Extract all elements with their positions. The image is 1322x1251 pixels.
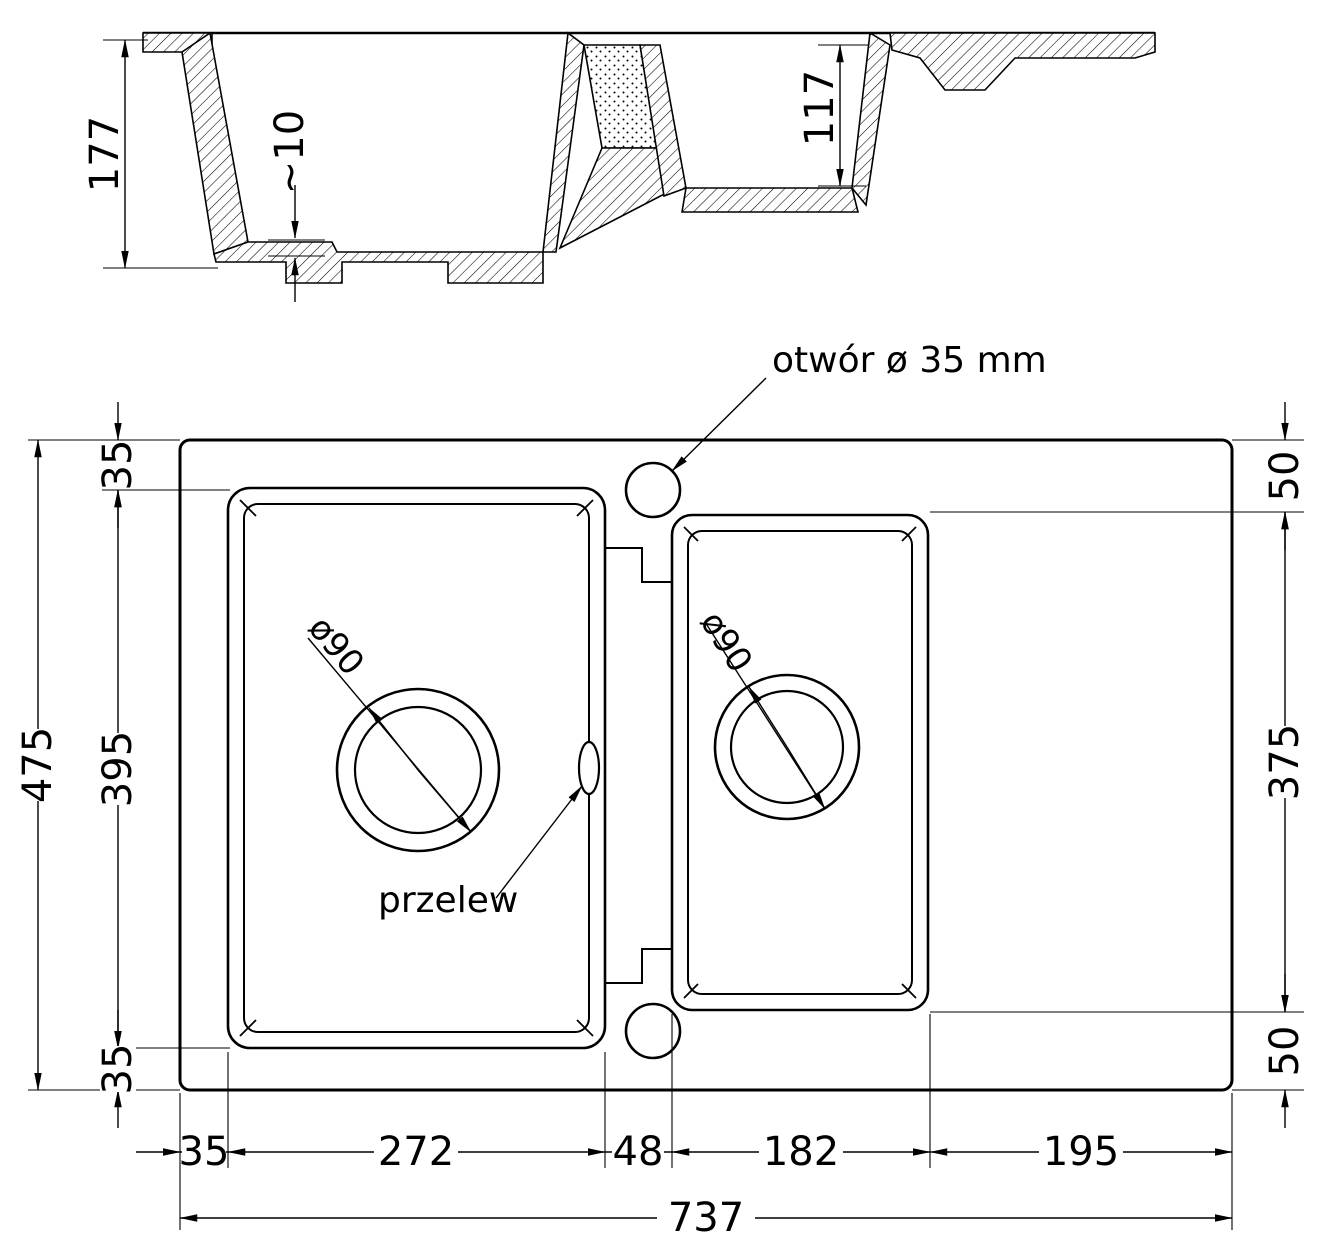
plan-dimensions: 475 395 35 35 50 375 50 35 272 bbox=[15, 402, 1308, 1241]
drain-left-inner bbox=[353, 705, 483, 835]
label-bg bbox=[87, 118, 123, 190]
drain-right-arrow bbox=[786, 746, 826, 810]
dim-small-depth-label: 117 bbox=[797, 70, 843, 146]
drain-left-diameter-label: ø90 bbox=[300, 609, 372, 684]
drain-right-arrow bbox=[748, 686, 788, 748]
label-bg bbox=[802, 76, 838, 140]
dim-left-total-label: 475 bbox=[15, 727, 61, 803]
label-bg bbox=[374, 1132, 458, 1172]
drain-left-arrow bbox=[417, 769, 472, 833]
dim-right-top-label: 50 bbox=[1262, 451, 1308, 502]
label-bg bbox=[100, 1046, 136, 1092]
dim-bottom-total-label: 737 bbox=[668, 1195, 744, 1241]
label-bg bbox=[1267, 726, 1303, 798]
dim-bottom-seg1-label: 35 bbox=[179, 1129, 230, 1175]
basin-connector-top bbox=[605, 547, 672, 583]
overflow-slot bbox=[577, 740, 601, 796]
overflow-callout-label: przelew bbox=[378, 880, 518, 921]
cross-section-view: 177 ~10 117 bbox=[82, 31, 1156, 302]
drain-right-diameter-label: ø90 bbox=[692, 604, 760, 680]
dim-bottom-seg3-label: 48 bbox=[613, 1129, 664, 1175]
dim-bottom-seg2-label: 272 bbox=[378, 1129, 454, 1175]
small-basin-outer bbox=[670, 513, 930, 1012]
callouts: otwór ø 35 mm przelew ø90 ø90 bbox=[300, 340, 1047, 921]
drain-right-diameter-line bbox=[704, 621, 826, 810]
dim-right-inner-label: 375 bbox=[1262, 724, 1308, 800]
label-bg bbox=[100, 733, 136, 805]
overflow-leader-line bbox=[495, 785, 583, 899]
small-basin-inner bbox=[687, 530, 913, 995]
dim-right-bottom-label: 50 bbox=[1262, 1026, 1308, 1077]
dim-left-inner-label: 395 bbox=[95, 731, 141, 807]
label-bg bbox=[759, 1132, 843, 1172]
section-drainer-slab bbox=[889, 32, 1156, 91]
dim-bottom-seg5-label: 195 bbox=[1043, 1129, 1119, 1175]
label-bg bbox=[20, 729, 56, 801]
drain-left-arrow bbox=[368, 707, 419, 771]
section-left-wall bbox=[181, 31, 249, 256]
label-bg bbox=[1267, 453, 1303, 499]
hole-leader-line bbox=[671, 377, 767, 472]
section-small-basin-bottom bbox=[681, 187, 860, 213]
tap-hole-bottom bbox=[624, 1002, 682, 1060]
hole-callout-label: otwór ø 35 mm bbox=[772, 340, 1047, 381]
label-bg bbox=[657, 1198, 755, 1238]
dim-bottom-seg4-label: 182 bbox=[763, 1129, 839, 1175]
drain-right-inner bbox=[729, 689, 845, 805]
dim-bottom-step-label: ~10 bbox=[267, 110, 313, 194]
plan-view: otwór ø 35 mm przelew ø90 ø90 bbox=[178, 340, 1234, 1092]
sink-outer-edge bbox=[178, 438, 1234, 1092]
big-basin-outer bbox=[226, 486, 607, 1050]
tap-hole-top bbox=[624, 461, 682, 519]
dim-left-bottom-label: 35 bbox=[95, 1044, 141, 1095]
small-basin-corner-marks bbox=[683, 526, 917, 999]
basin-connector-bottom bbox=[605, 948, 672, 984]
label-bg bbox=[100, 442, 136, 488]
section-dimensions: 177 ~10 117 bbox=[82, 39, 868, 302]
extension-lines bbox=[28, 439, 1304, 1230]
dim-total-depth-label: 177 bbox=[82, 116, 128, 192]
drain-right-outer bbox=[713, 673, 861, 821]
dim-left-top-label: 35 bbox=[95, 440, 141, 491]
label-bg bbox=[1039, 1132, 1123, 1172]
label-bg bbox=[612, 1132, 664, 1172]
section-small-basin-right-wall bbox=[851, 31, 891, 207]
section-left-bottom bbox=[213, 241, 544, 284]
label-bg bbox=[1267, 1028, 1303, 1074]
label-bg bbox=[182, 1132, 226, 1172]
big-basin-corner-marks bbox=[239, 499, 594, 1037]
drain-left-outer bbox=[335, 687, 501, 853]
